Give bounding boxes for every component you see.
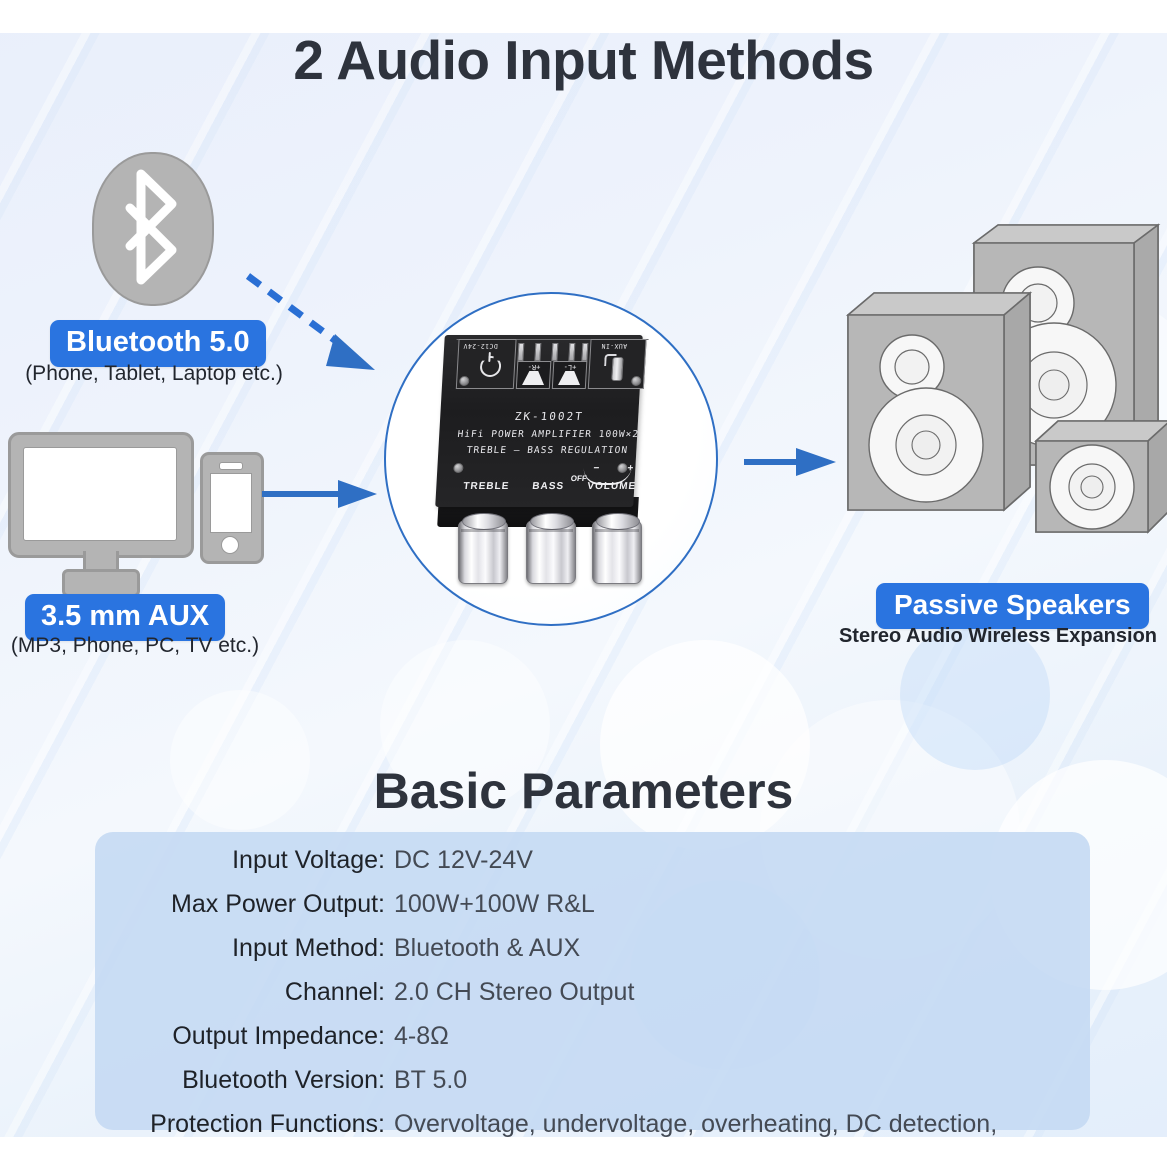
volume-minus-label: − [592,463,600,474]
parameter-row: Output Impedance: 4-8Ω [95,1016,1090,1056]
passive-speakers-badge: Passive Speakers [876,583,1149,629]
background-blob [170,690,310,830]
parameter-value: 2.0 CH Stereo Output [394,978,635,1006]
aux-jack-icon [611,357,624,381]
monitor-icon [8,432,194,558]
board-spec-line: HiFi POWER AMPLIFIER 100W×2 [456,429,640,440]
knob-top-cap [596,513,640,530]
treble-knob[interactable] [458,513,508,584]
parameter-value: BT 5.0 [394,1066,468,1094]
board-screw [458,376,470,386]
terminal-pin [581,343,589,361]
parameter-row: Input Voltage: DC 12V-24V [95,840,1090,880]
parameter-label: Bluetooth Version: [182,1066,385,1094]
parameter-value: 100W+100W R&L [394,890,595,918]
aux-badge: 3.5 mm AUX [25,594,226,641]
bottom-white-band [0,1137,1167,1167]
parameter-row: Bluetooth Version: BT 5.0 [95,1060,1090,1100]
aux-device-icons [5,432,265,597]
board-screw [453,463,464,473]
speaker-terminal-right: +R- [515,361,552,389]
speaker-box-small [1033,420,1167,534]
parameter-value: DC 12V-24V [394,846,533,874]
speakers-svg-icon [845,223,1167,534]
volume-plus-label: + [626,463,634,474]
power-icon [479,356,501,377]
aux-input-section: AUX-IN [587,339,647,389]
parameter-label: Input Voltage: [232,846,385,874]
parameter-label: Output Impedance: [172,1022,385,1050]
bluetooth-glyph-icon [125,169,177,285]
smartphone-icon [200,452,264,564]
parameter-label: Input Method: [232,934,385,962]
passive-speakers-illustration [840,215,1167,575]
top-white-band [0,0,1167,33]
monitor-base [62,569,140,597]
terminal-pin [568,343,576,361]
parameters-title: Basic Parameters [373,763,794,819]
background-blob [600,640,810,850]
speaker-box-main [845,291,1033,512]
board-top-face: DC12-24V AUX-IN +R- [435,335,649,507]
bass-label: BASS [531,481,565,492]
parameter-label: Protection Functions: [150,1110,385,1138]
volume-off-label: OFF [570,474,588,483]
board-screw [630,376,642,386]
aux-caption: (MP3, Phone, PC, TV etc.) [10,634,260,657]
terminal-pin [534,343,542,361]
monitor-neck [83,551,119,573]
bluetooth-dashed-arrow-icon [245,273,375,370]
phone-home-button [221,536,239,554]
parameter-label: Channel: [284,978,385,1006]
phone-screen [210,473,252,533]
parameter-value: Bluetooth & AUX [394,934,581,962]
parameter-row: Max Power Output: 100W+100W R&L [95,884,1090,924]
terminal-left-label: +L- [563,363,577,371]
amplifier-board: DC12-24V AUX-IN +R- [430,335,670,605]
aux-port-label: AUX-IN [600,342,628,350]
bass-knob[interactable] [526,513,576,584]
speaker-terminal-left: +L- [551,361,588,389]
dc-input-section: DC12-24V [455,339,517,389]
knob-top-cap [530,513,574,530]
volume-knob[interactable] [592,513,642,584]
dc-port-label: DC12-24V [462,342,498,350]
passive-speakers-caption: Stereo Audio Wireless Expansion [838,625,1158,647]
terminal-right-label: +R- [527,363,541,371]
parameter-row: Input Method: Bluetooth & AUX [95,928,1090,968]
parameter-value: 4-8Ω [394,1022,449,1050]
treble-label: TREBLE [462,481,510,492]
knob-top-cap [462,513,506,530]
board-regulation-line: TREBLE — BASS REGULATION [466,445,629,456]
bluetooth-badge: Bluetooth 5.0 [50,320,266,367]
output-arrow-icon [744,448,836,476]
background-blob [380,640,550,810]
background-blob [900,620,1050,770]
terminal-pin [551,343,559,361]
parameter-label: Max Power Output: [171,890,385,918]
speaker-terminal-symbol [522,371,545,385]
parameter-row: Channel: 2.0 CH Stereo Output [95,972,1090,1012]
bluetooth-caption: (Phone, Tablet, Laptop etc.) [25,362,283,385]
terminal-pin [517,343,525,361]
aux-solid-arrow-icon [262,480,377,508]
parameters-panel [95,832,1090,1130]
speaker-terminal-symbol [558,371,581,385]
board-model-text: ZK-1002T [514,410,585,423]
page-title: 2 Audio Input Methods [293,29,874,91]
parameters-table: Input Voltage: DC 12V-24V Max Power Output… [95,832,1090,1167]
monitor-screen [23,447,177,541]
terminal-pin-header [515,343,589,361]
phone-earpiece [219,462,243,470]
bluetooth-icon [92,152,214,306]
